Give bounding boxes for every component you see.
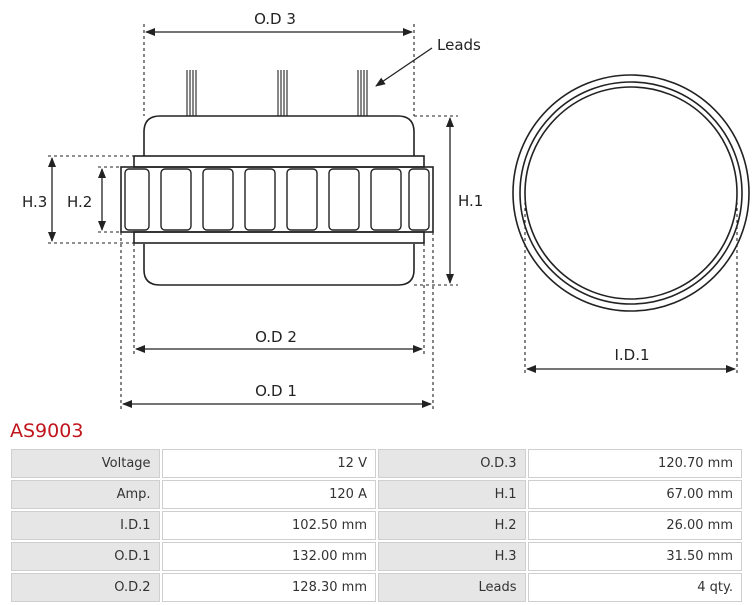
spec-value: 120.70 mm <box>527 449 742 478</box>
spec-value: 12 V <box>161 449 376 478</box>
stator-core-upper-ring <box>133 155 425 168</box>
upper-winding <box>143 115 415 156</box>
dimension-arrows <box>48 28 736 408</box>
spec-value: 31.50 mm <box>527 542 742 571</box>
leads-pointer <box>375 47 433 87</box>
h3-label: H.3 <box>22 193 47 211</box>
spec-label: Voltage <box>11 449 160 478</box>
extension-lines <box>48 24 738 410</box>
spec-label: I.D.1 <box>11 511 160 540</box>
spec-label: H.3 <box>377 542 526 571</box>
stator-core-body <box>120 166 434 233</box>
od2-label: O.D 2 <box>255 328 297 346</box>
spec-label: Amp. <box>11 480 160 509</box>
spec-label: H.2 <box>377 511 526 540</box>
stator-ring-top-view <box>512 74 750 312</box>
stator-slots <box>124 168 430 231</box>
stator-core-lower-ring <box>133 231 425 244</box>
spec-value: 120 A <box>161 480 376 509</box>
od1-label: O.D 1 <box>255 382 297 400</box>
spec-value: 128.30 mm <box>161 573 376 602</box>
leads-label: Leads <box>437 36 481 54</box>
spec-value: 4 qty. <box>527 573 742 602</box>
id1-label: I.D.1 <box>614 346 649 364</box>
spec-label: O.D.3 <box>377 449 526 478</box>
lower-winding <box>143 244 415 286</box>
stator-dimension-diagram: O.D 3 Leads H.1 H.3 H.2 O.D 2 O.D 1 I.D.… <box>22 10 750 410</box>
spec-label: O.D.2 <box>11 573 160 602</box>
spec-value: 132.00 mm <box>161 542 376 571</box>
h1-label: H.1 <box>458 192 483 210</box>
lead-wires <box>186 70 368 116</box>
spec-value: 26.00 mm <box>527 511 742 540</box>
spec-label: H.1 <box>377 480 526 509</box>
spec-label: Leads <box>377 573 526 602</box>
spec-value: 67.00 mm <box>527 480 742 509</box>
h2-label: H.2 <box>67 193 92 211</box>
od3-label: O.D 3 <box>254 10 296 28</box>
spec-label: O.D.1 <box>11 542 160 571</box>
part-number: AS9003 <box>10 420 84 442</box>
spec-value: 102.50 mm <box>161 511 376 540</box>
